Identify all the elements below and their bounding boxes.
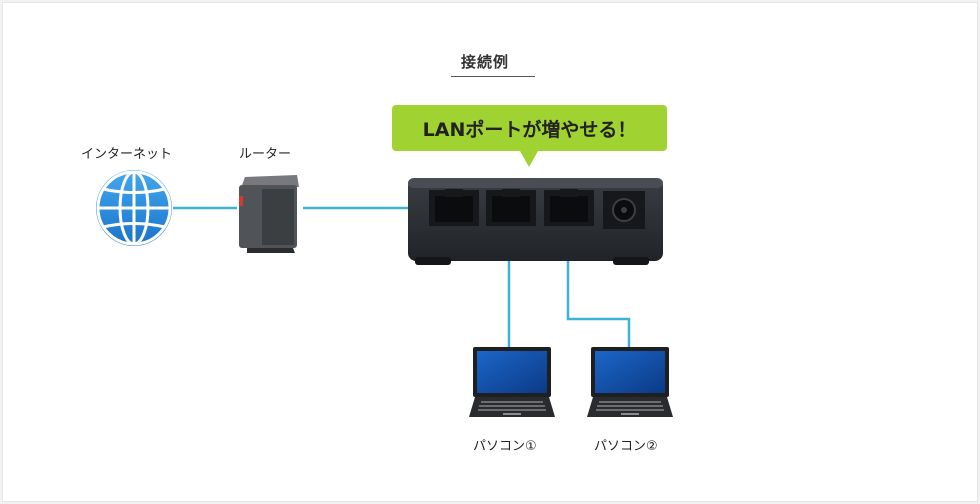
cable-hub-pc2 — [566, 208, 631, 353]
callout-bubble: LANポートが増やせる！ — [392, 105, 667, 151]
router-icon — [239, 175, 299, 253]
diagram-title: 接続例 — [461, 53, 510, 71]
hub-port-3 — [544, 189, 594, 226]
hub-icon — [408, 178, 663, 265]
pc2-label: パソコン② — [594, 439, 658, 454]
globe-icon — [96, 170, 172, 246]
laptop-icon — [469, 347, 555, 417]
hub-port-1 — [429, 189, 479, 226]
pc1-label: パソコン① — [473, 439, 537, 454]
internet-label: インターネット — [81, 147, 173, 162]
laptop-icon — [587, 347, 673, 417]
router-label: ルーター — [239, 147, 292, 162]
hub-port-2 — [486, 189, 536, 226]
hub-dc-port — [603, 191, 645, 229]
callout-tail — [520, 151, 538, 167]
diagram-canvas — [96, 170, 673, 417]
title-underline — [451, 76, 535, 77]
